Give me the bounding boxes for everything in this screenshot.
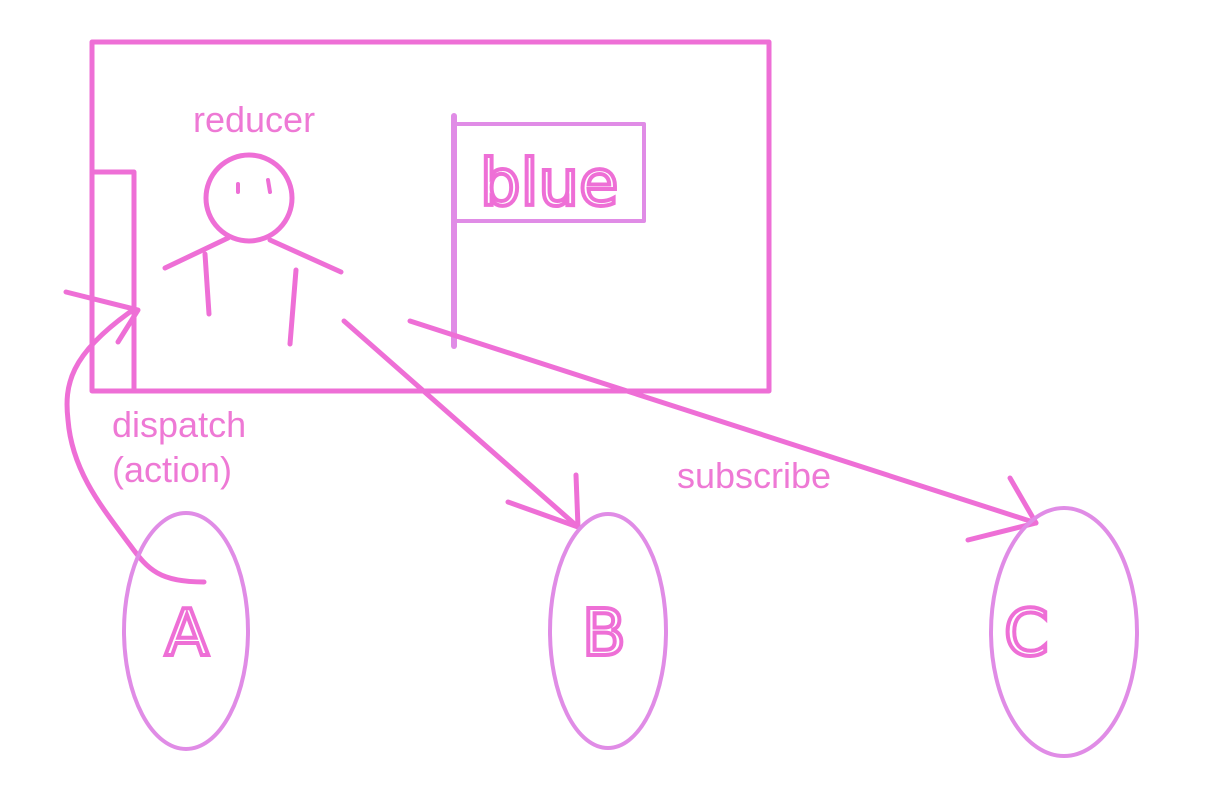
dispatch-label: dispatch — [112, 404, 246, 445]
figure-head — [203, 152, 295, 244]
figure-arms — [162, 235, 344, 275]
arrow-b-line — [341, 318, 581, 530]
component-c-circle — [989, 506, 1139, 758]
arrow-c-line — [407, 318, 1039, 526]
component-b: B — [548, 512, 668, 750]
component-b-label: B — [582, 597, 626, 671]
subscribe-label: subscribe — [677, 455, 831, 496]
component-c: C — [989, 506, 1139, 758]
component-b-circle — [548, 512, 668, 750]
figure-legs — [202, 251, 299, 347]
dispatch-arrow — [63, 289, 207, 585]
arrow-b-head-icon — [505, 472, 581, 530]
store-outline — [89, 39, 772, 394]
reducer-label: reducer — [193, 99, 315, 140]
component-a: A — [122, 511, 250, 751]
arrow-c-head-icon — [965, 475, 1039, 543]
dispatch-curve — [64, 309, 207, 585]
dispatch-arrowhead-icon — [63, 289, 141, 345]
flag-label: blue — [480, 147, 618, 221]
figure-eyes — [236, 178, 272, 194]
state-flag-icon: blue — [451, 113, 646, 349]
flag-box — [452, 122, 646, 223]
reducer-figure-icon — [162, 152, 344, 347]
subscribe-arrow-b — [341, 318, 581, 530]
store-box — [89, 39, 772, 394]
subscribe-arrow-c — [407, 318, 1039, 543]
dispatch-slot — [89, 169, 137, 394]
component-a-circle — [122, 511, 250, 751]
action-label: (action) — [112, 449, 232, 490]
component-a-label: A — [165, 597, 209, 671]
component-c-label: C — [1004, 597, 1049, 671]
